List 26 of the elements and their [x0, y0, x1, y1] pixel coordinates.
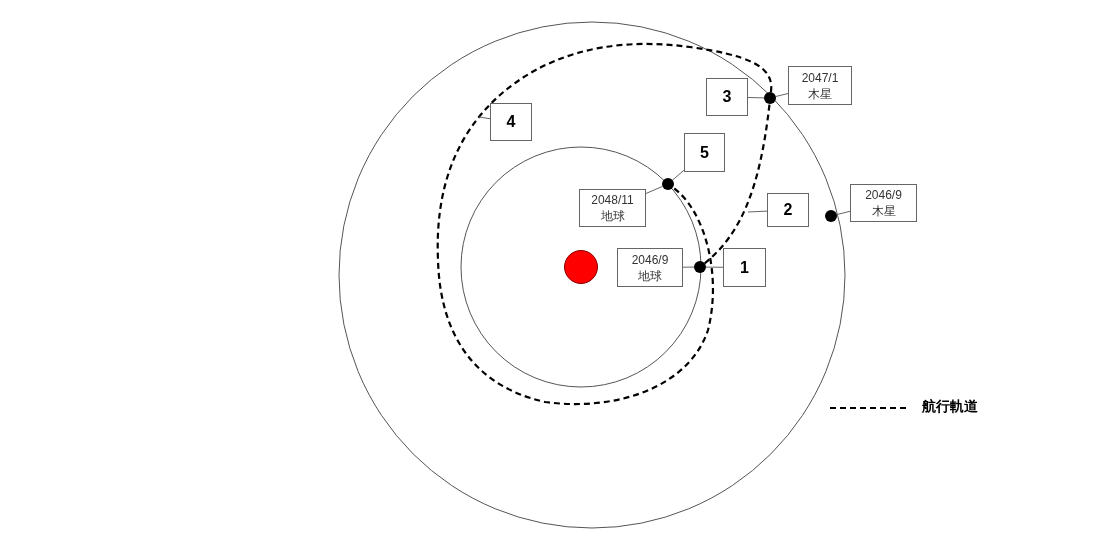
position-dot	[662, 178, 674, 190]
leader-line	[836, 210, 851, 216]
leader-line	[682, 266, 695, 268]
callout-number: 2	[767, 193, 809, 227]
callout-number: 3	[706, 78, 748, 116]
callout-box: 2046/9 木星	[850, 184, 917, 222]
leader-line	[747, 210, 768, 213]
position-dot	[825, 210, 837, 222]
callout-box: 2047/1 木星	[788, 66, 852, 105]
callout-number: 1	[723, 248, 766, 287]
callout-number: 4	[490, 103, 532, 141]
leader-line	[775, 93, 789, 97]
callout-number: 5	[684, 133, 725, 172]
callout-box: 2046/9 地球	[617, 248, 683, 287]
leader-line	[705, 266, 724, 268]
trajectory-line	[703, 103, 771, 265]
sun-circle	[564, 250, 598, 284]
leader-line	[645, 185, 663, 194]
leader-line	[478, 116, 491, 120]
position-dot	[764, 92, 776, 104]
leader-line	[747, 97, 765, 99]
position-dot	[694, 261, 706, 273]
legend-label: 航行軌道	[922, 398, 978, 416]
trajectory-line	[436, 43, 772, 405]
leader-line	[672, 169, 685, 181]
callout-box: 2048/11 地球	[579, 189, 646, 227]
